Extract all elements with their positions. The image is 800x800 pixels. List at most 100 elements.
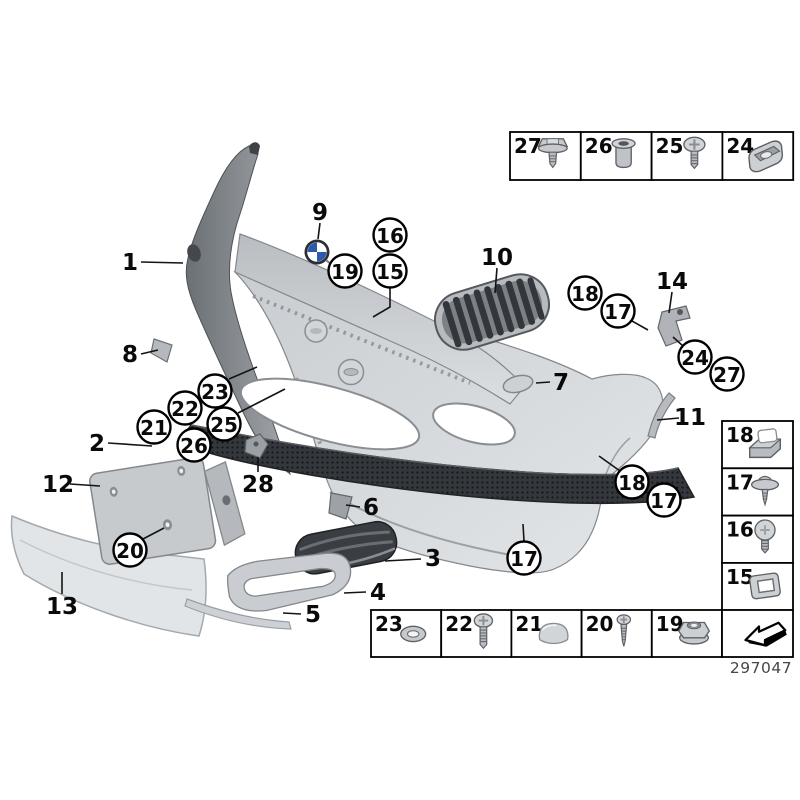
callout-circled-21[interactable]: 21 — [136, 409, 172, 445]
parts-table-bottom-cell-19[interactable]: 19 — [650, 609, 723, 658]
callout-8[interactable]: 8 — [122, 342, 159, 368]
callout-circled-15[interactable]: 15 — [372, 253, 408, 318]
parts-table-right-cell-15[interactable]: 15 — [721, 562, 794, 612]
callout-12[interactable]: 12 — [42, 472, 101, 498]
callout-number: 16 — [376, 224, 404, 248]
leader-line — [372, 288, 391, 318]
callout-circled-18[interactable]: 18 — [567, 275, 603, 311]
parts-table-top-cell-25[interactable]: 25 — [650, 131, 724, 181]
leader-line — [656, 417, 680, 421]
callout-number: 18 — [618, 471, 646, 495]
upper-intake-opening — [239, 377, 421, 451]
table-cell-number: 15 — [726, 565, 754, 589]
callout-circled-25[interactable]: 25 — [206, 388, 286, 442]
callout-circled-17[interactable]: 17 — [646, 482, 682, 518]
washer-cover — [150, 338, 173, 363]
callout-number: 4 — [370, 580, 386, 606]
callout-10[interactable]: 10 — [481, 245, 513, 294]
callout-number: 1 — [122, 250, 138, 276]
leader-line — [343, 591, 367, 594]
bracket-14-hole — [677, 309, 683, 315]
kidney-grille — [434, 273, 550, 351]
parts-table-right-cell-16[interactable]: 16 — [721, 514, 794, 564]
callout-circle — [167, 390, 203, 426]
callout-3[interactable]: 3 — [384, 546, 441, 572]
callout-circled-17[interactable]: 17 — [600, 293, 649, 331]
sleeve-nut-icon — [611, 138, 636, 169]
diagram-number: 297047 — [730, 659, 792, 677]
table-cell-number: 23 — [375, 612, 403, 636]
callout-number: 7 — [553, 370, 569, 396]
callout-number: 24 — [681, 346, 709, 370]
parts-table-top-cell-27[interactable]: 27 — [509, 131, 582, 181]
cap-icon — [538, 622, 569, 645]
callout-4[interactable]: 4 — [343, 580, 386, 606]
callout-6[interactable]: 6 — [345, 495, 379, 521]
callout-number: 23 — [201, 380, 229, 404]
callout-circled-17[interactable]: 17 — [506, 523, 542, 576]
leader-line — [317, 222, 321, 240]
callout-number: 5 — [305, 602, 321, 628]
parts-table-bottom-cell-22[interactable]: 22 — [440, 609, 513, 658]
parts-table-top-cell-24[interactable]: 24 — [721, 131, 795, 181]
shell-top-tip — [249, 142, 260, 155]
parts-table-right-cell-17[interactable]: 17 — [721, 467, 794, 517]
callout-circled-22[interactable]: 22 — [167, 390, 203, 426]
table-cell-number: 22 — [445, 612, 473, 636]
callout-number: 11 — [674, 405, 706, 431]
parts-table-right-cell-18[interactable]: 18 — [721, 420, 794, 470]
parts-table-bottom-cell-23[interactable]: 23 — [370, 609, 443, 658]
callout-11[interactable]: 11 — [656, 405, 706, 431]
table-cell-number: 27 — [514, 134, 542, 158]
upper-trim-band — [234, 233, 525, 405]
washer-jet-hole — [187, 244, 201, 262]
leader-line — [631, 320, 649, 331]
callout-circled-24[interactable]: 24 — [672, 336, 713, 375]
callout-number: 14 — [656, 269, 688, 295]
callout-number: 21 — [140, 416, 168, 440]
callout-circle — [677, 339, 713, 375]
parts-table-bottom-cell-20[interactable]: 20 — [580, 609, 653, 658]
table-cell-number: 16 — [726, 518, 754, 542]
callout-1[interactable]: 1 — [122, 250, 184, 276]
callout-circle — [567, 275, 603, 311]
callout-number: 10 — [481, 245, 513, 271]
callout-number: 27 — [713, 363, 741, 387]
callout-circled-16[interactable]: 16 — [372, 217, 408, 253]
callout-number: 2 — [89, 431, 105, 457]
parts-table-bottom-cell-21[interactable]: 21 — [510, 609, 583, 658]
callout-2[interactable]: 2 — [89, 431, 153, 457]
callout-circle — [372, 253, 408, 289]
callout-14[interactable]: 14 — [656, 269, 688, 314]
callout-circled-18[interactable]: 18 — [598, 455, 650, 500]
callout-5[interactable]: 5 — [282, 602, 321, 628]
callout-number: 25 — [210, 413, 238, 437]
leader-line — [672, 336, 684, 347]
callout-circled-23[interactable]: 23 — [197, 366, 258, 409]
callout-circled-26[interactable]: 26 — [176, 427, 212, 463]
callout-number: 18 — [571, 282, 599, 306]
callout-circled-27[interactable]: 27 — [709, 356, 745, 392]
flange-nut-icon — [678, 621, 710, 645]
table-cell-number: 26 — [585, 134, 613, 158]
tow-eye-cover — [502, 374, 534, 394]
bracket-14 — [657, 305, 691, 347]
callout-number: 28 — [242, 472, 274, 498]
sensor-recess-inner — [343, 368, 359, 376]
leader-line — [140, 349, 159, 355]
parts-table-top-cell-26[interactable]: 26 — [579, 131, 653, 181]
callout-7[interactable]: 7 — [535, 370, 569, 396]
table-cell-number: 21 — [515, 612, 543, 636]
callout-circled-19[interactable]: 19 — [327, 253, 363, 289]
table-cell-frame — [721, 467, 794, 517]
callout-13[interactable]: 13 — [46, 572, 78, 620]
callout-number: 19 — [331, 260, 359, 284]
callout-circled-20[interactable]: 20 — [112, 527, 165, 568]
callout-9[interactable]: 9 — [312, 200, 328, 240]
callout-circle — [646, 482, 682, 518]
callout-28[interactable]: 28 — [242, 457, 274, 498]
bracket-28-hole — [253, 441, 259, 447]
